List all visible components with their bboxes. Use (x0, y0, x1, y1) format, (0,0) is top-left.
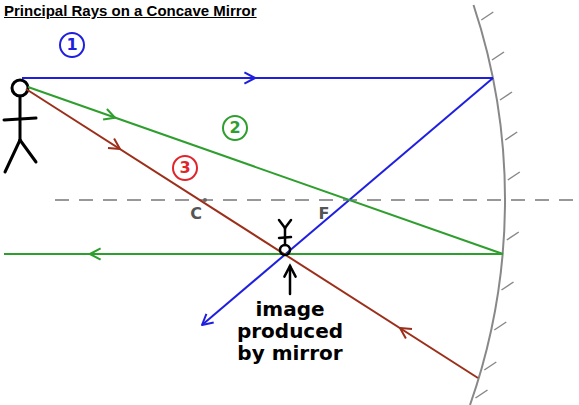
point-label: C (188, 205, 204, 223)
callout-number: 3 (173, 159, 197, 177)
point-label: F (316, 205, 332, 223)
image-label: image produced by mirror (234, 298, 346, 364)
callout-number: 2 (223, 119, 247, 137)
ray-one (22, 33, 493, 325)
callout-circle (173, 156, 197, 180)
concave-mirror (470, 5, 505, 405)
object-figure (4, 80, 36, 172)
principal-axis (55, 199, 579, 201)
mirror-hatching (476, 12, 520, 398)
image-figure (279, 220, 291, 255)
ray-three (26, 89, 478, 378)
pointer-arrow (284, 266, 295, 294)
diagram-title: Principal Rays on a Concave Mirror (4, 2, 257, 19)
callout-number: 1 (60, 36, 84, 54)
